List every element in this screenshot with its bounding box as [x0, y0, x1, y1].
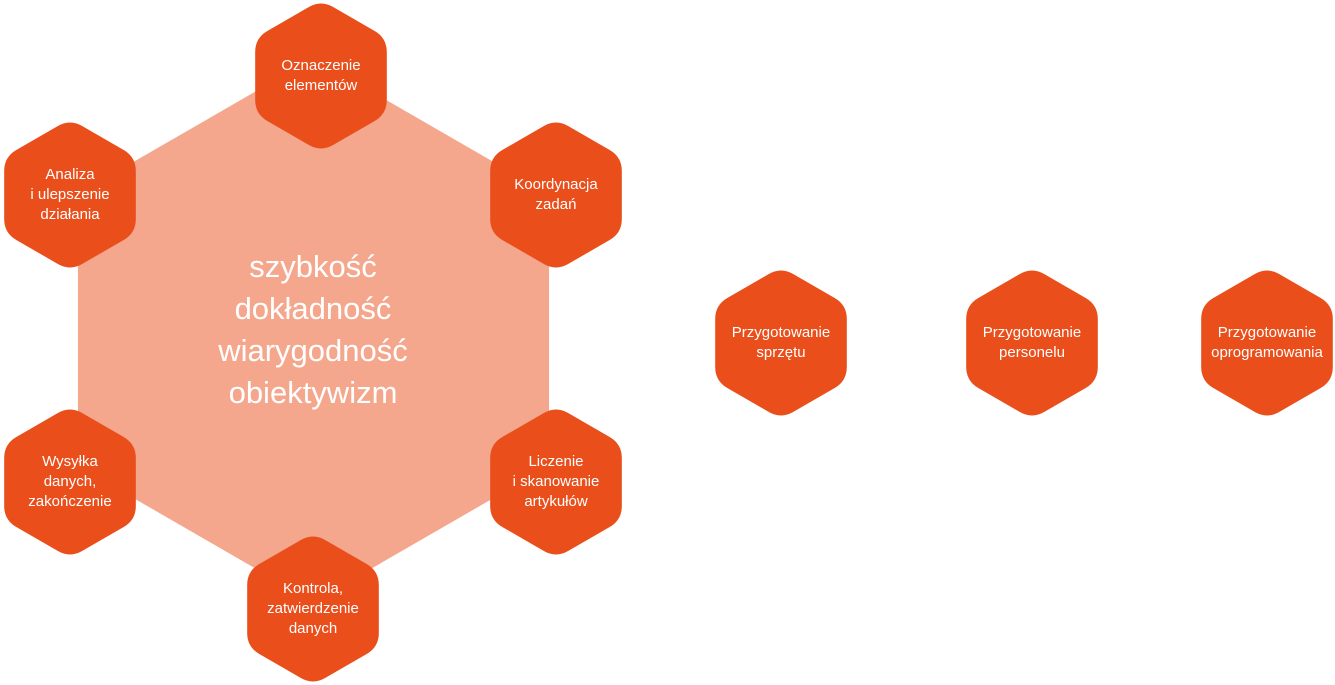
hexagon-shape: [255, 3, 387, 149]
hexagon-shape: [715, 270, 847, 416]
cycle-step-label: Analiza i ulepszenie działania: [30, 166, 110, 223]
cycle-step-wysylka: Wysyłka danych, zakończenie: [4, 406, 136, 558]
hexagon-fill: [77, 58, 549, 602]
center-hexagon: szybkość dokładność wiarygodność obiekty…: [77, 58, 549, 602]
prep-step-personel: Przygotowanie personelu: [966, 267, 1098, 419]
hexagon-fill: [715, 270, 847, 416]
prep-step-oprogramowanie: Przygotowanie oprogramowania: [1201, 267, 1333, 419]
hexagon-fill: [255, 3, 387, 149]
hexagon-shape: [4, 409, 136, 555]
hexagon-fill: [490, 122, 622, 268]
hexagon-shape: [490, 409, 622, 555]
cycle-step-label: Liczenie i skanowanie artykułów: [512, 453, 600, 510]
cycle-step-label: Wysyłka danych, zakończenie: [28, 453, 112, 510]
cycle-step-analiza: Analiza i ulepszenie działania: [4, 119, 136, 271]
hexagon-shape: [77, 58, 549, 602]
cycle-step-oznaczenie: Oznaczenie elementów: [255, 0, 387, 152]
hexagon-fill: [4, 122, 136, 268]
cycle-step-label: Kontrola, zatwierdzenie danych: [267, 580, 359, 637]
cycle-step-koordynacja: Koordynacja zadań: [490, 119, 622, 271]
cycle-step-liczenie: Liczenie i skanowanie artykułów: [490, 406, 622, 558]
prep-step-label: Przygotowanie oprogramowania: [1211, 324, 1323, 361]
hexagon-shape: [4, 122, 136, 268]
prep-step-label: Przygotowanie personelu: [982, 324, 1082, 361]
hexagon-fill: [4, 409, 136, 555]
hexagon-shape: [966, 270, 1098, 416]
prep-step-sprzet: Przygotowanie sprzętu: [715, 267, 847, 419]
prep-step-label: Przygotowanie sprzętu: [731, 324, 831, 361]
cycle-step-kontrola: Kontrola, zatwierdzenie danych: [247, 533, 379, 685]
hexagon-shape: [490, 122, 622, 268]
hexagon-fill: [247, 536, 379, 682]
hexagon-fill: [966, 270, 1098, 416]
cycle-step-label: Oznaczenie elementów: [281, 57, 361, 94]
hexagon-shape: [1201, 270, 1333, 416]
hexagon-fill: [490, 409, 622, 555]
center-values-text: szybkość dokładność wiarygodność obiekty…: [218, 249, 408, 410]
hexagon-shape: [247, 536, 379, 682]
hexagon-fill: [1201, 270, 1333, 416]
cycle-step-label: Koordynacja zadań: [514, 176, 598, 213]
